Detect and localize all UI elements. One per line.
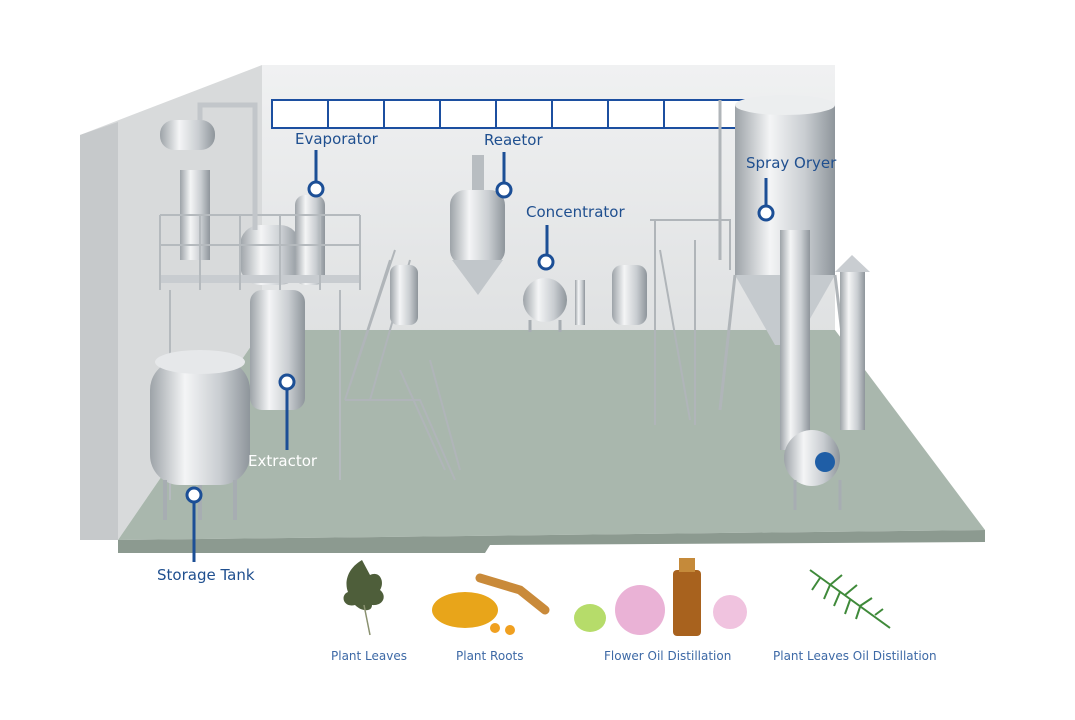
caption-leaves-oil: Plant Leaves Oil Distillation (773, 649, 937, 663)
leaf-icon (343, 560, 384, 636)
caption-plant-roots: Plant Roots (456, 649, 524, 663)
label-reactor: Reaetor (484, 131, 543, 149)
window-strip (271, 99, 773, 129)
caption-plant-leaves: Plant Leaves (331, 649, 407, 663)
caption-flower-oil: Flower Oil Distillation (604, 649, 732, 663)
label-storage-tank: Storage Tank (157, 566, 255, 584)
concentrator (523, 278, 585, 332)
small-tank (390, 265, 418, 325)
spray-dryer (718, 95, 870, 510)
callout-markers (185, 150, 775, 562)
stairs-right (650, 219, 731, 425)
floor (118, 330, 985, 540)
label-extractor: Extractor (248, 452, 318, 470)
extractor-tank (250, 290, 305, 410)
label-evaporator: Evaporator (295, 130, 378, 148)
label-concentrator: Concentrator (526, 203, 625, 221)
rosemary-sprig-icon (809, 569, 891, 629)
evaporator-unit (159, 102, 361, 500)
reactor (450, 155, 505, 295)
small-tank (612, 265, 647, 325)
turmeric-root-icon (432, 573, 550, 635)
storage-tank (150, 350, 250, 520)
rose-oil-bottle-icon (574, 558, 747, 636)
label-spray-dryer: Spray Oryer (746, 154, 837, 172)
